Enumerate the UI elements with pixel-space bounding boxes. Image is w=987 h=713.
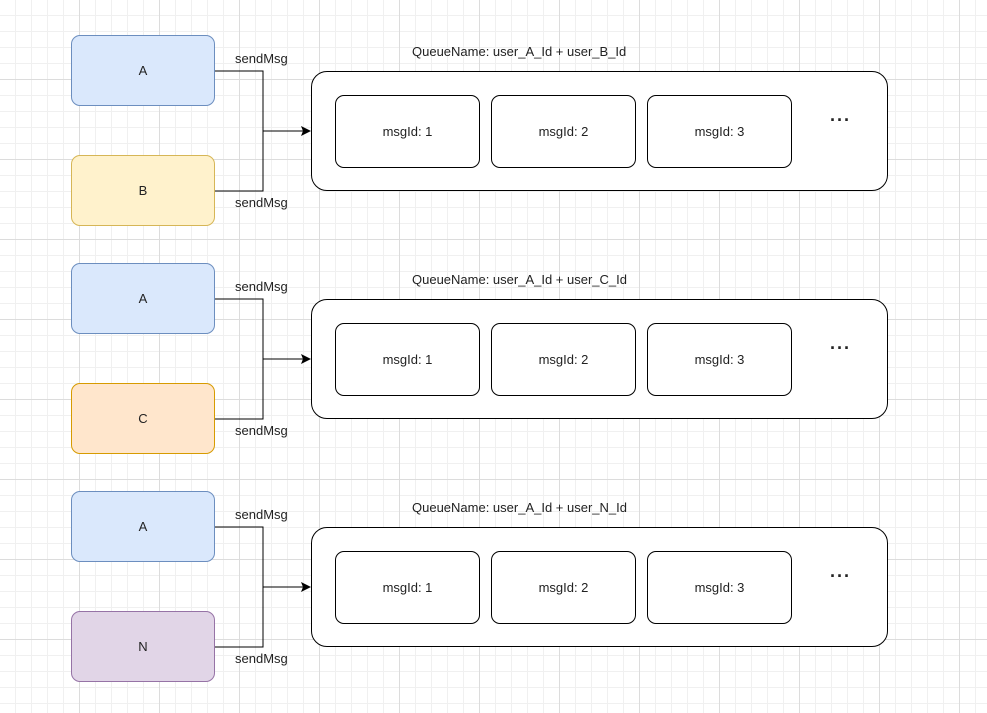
queue-name-label: QueueName: user_A_Id + user_B_Id [412, 44, 627, 59]
more-messages-ellipsis: ··· [830, 110, 851, 130]
send-msg-label: sendMsg [235, 279, 288, 294]
arrow-head-icon [301, 354, 311, 364]
merge-connector [215, 298, 303, 420]
send-msg-label: sendMsg [235, 423, 288, 438]
receiver-box[interactable]: C [71, 383, 215, 454]
more-messages-ellipsis: ··· [830, 566, 851, 586]
message-box[interactable]: msgId: 2 [491, 551, 636, 624]
send-msg-label: sendMsg [235, 51, 288, 66]
sender-box[interactable]: A [71, 263, 215, 334]
arrow-head-icon [301, 582, 311, 592]
receiver-box[interactable]: N [71, 611, 215, 682]
send-msg-label: sendMsg [235, 195, 288, 210]
message-box[interactable]: msgId: 1 [335, 551, 480, 624]
connector-lines [215, 526, 311, 648]
message-box[interactable]: msgId: 3 [647, 551, 792, 624]
arrow-head-icon [301, 126, 311, 136]
connector-lines [215, 298, 311, 420]
message-box[interactable]: msgId: 1 [335, 95, 480, 168]
sender-box[interactable]: A [71, 491, 215, 562]
message-box[interactable]: msgId: 1 [335, 323, 480, 396]
queue-name-label: QueueName: user_A_Id + user_C_Id [412, 272, 627, 287]
sender-box[interactable]: A [71, 35, 215, 106]
receiver-box[interactable]: B [71, 155, 215, 226]
message-box[interactable]: msgId: 3 [647, 95, 792, 168]
send-msg-label: sendMsg [235, 507, 288, 522]
message-box[interactable]: msgId: 2 [491, 95, 636, 168]
message-box[interactable]: msgId: 3 [647, 323, 792, 396]
merge-connector [215, 526, 303, 648]
queue-name-label: QueueName: user_A_Id + user_N_Id [412, 500, 627, 515]
connector-lines [215, 70, 311, 192]
send-msg-label: sendMsg [235, 651, 288, 666]
message-box[interactable]: msgId: 2 [491, 323, 636, 396]
merge-connector [215, 70, 303, 192]
more-messages-ellipsis: ··· [830, 338, 851, 358]
